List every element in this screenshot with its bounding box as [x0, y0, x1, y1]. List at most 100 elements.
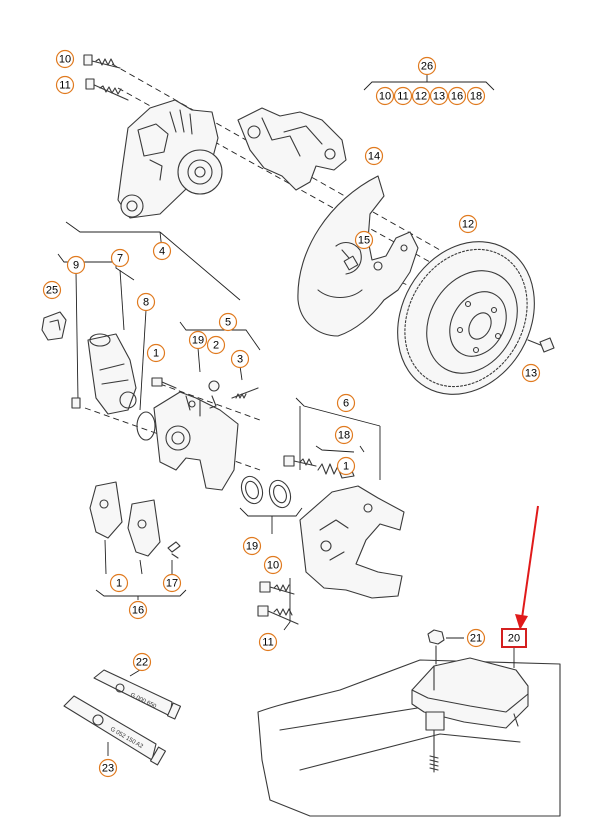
callout-c18: 18 [334, 425, 354, 445]
callout-c16: 16 [128, 600, 148, 620]
group-18-bracket [315, 445, 365, 453]
callout-circle [55, 75, 75, 95]
callout-circle [55, 49, 75, 69]
callout-circle [206, 335, 226, 355]
brake-pad-inner [89, 481, 123, 539]
callout-circle [132, 652, 152, 672]
callout-c14: 14 [364, 146, 384, 166]
callout-c25: 25 [42, 280, 62, 300]
callout-number: 6 [343, 398, 349, 410]
group-6-bracket [295, 397, 381, 480]
callout-circle [393, 86, 413, 106]
callout-number: 11 [397, 91, 408, 103]
callout-number: 12 [415, 91, 427, 103]
brake-splash-shield [297, 175, 419, 337]
callout-c26_16: 16 [447, 86, 467, 106]
callout-c1c: 1 [109, 573, 129, 593]
callout-circle [218, 312, 238, 332]
callout-c11b: 11 [258, 632, 278, 652]
group-4-bracket [65, 221, 241, 301]
callout-circle [263, 555, 283, 575]
clip-25 [41, 311, 67, 341]
callout-circle [188, 330, 208, 350]
annotation-arrow [515, 505, 539, 630]
callout-circle [429, 86, 449, 106]
callout-number: 1 [116, 578, 122, 590]
sealant-tube-22: G 000 650 [93, 669, 182, 720]
callout-circle [336, 456, 356, 476]
callout-c26_18: 18 [466, 86, 486, 106]
nut-21 [427, 629, 445, 665]
control-unit [411, 657, 529, 729]
callout-circle [98, 758, 118, 778]
callout-c1b: 1 [336, 456, 356, 476]
group-16-bracket [95, 539, 187, 600]
group-5-bracket [179, 321, 261, 381]
callout-number: 18 [338, 430, 350, 442]
callout-c19a: 19 [188, 330, 208, 350]
callout-circle [146, 343, 166, 363]
upper-caliper-bracket [237, 107, 347, 191]
shield-bolt-15 [341, 249, 359, 271]
callout-circle [411, 86, 431, 106]
callout-number: 19 [192, 335, 204, 347]
callout-number: 4 [159, 246, 165, 258]
upper-caliper-assembly [117, 99, 223, 219]
callout-number: 10 [267, 560, 279, 572]
caliper-carrier [299, 485, 405, 599]
callout-circle [375, 86, 395, 106]
callout-c1a: 1 [146, 343, 166, 363]
callout-c26: 26 [417, 56, 437, 76]
callout-number: 18 [470, 91, 482, 103]
bolt-11-bottom [257, 605, 299, 625]
group-19-bracket [239, 507, 303, 534]
callout-circle [447, 86, 467, 106]
callout-number: 22 [136, 657, 148, 669]
callout-circle [334, 425, 354, 445]
callout-number: 19 [246, 541, 258, 553]
callout-number: 10 [59, 54, 71, 66]
callout-c26_12: 12 [411, 86, 431, 106]
disc-screw-13 [527, 337, 555, 353]
bolt-11-top [85, 78, 129, 101]
callout-circle [466, 86, 486, 106]
tube-leaders [107, 669, 141, 756]
callout-c9: 9 [66, 255, 86, 275]
callout-number: 1 [153, 348, 159, 360]
callout-c26_11: 11 [393, 86, 413, 106]
callout-circle [162, 573, 182, 593]
callout-number: 17 [166, 578, 178, 590]
callout-c6: 6 [336, 393, 356, 413]
callout-number: 12 [462, 219, 474, 231]
callout-number: 10 [379, 91, 391, 103]
callout-circle [258, 632, 278, 652]
bolt-10-bottom [259, 581, 295, 595]
callout-number: 13 [433, 91, 445, 103]
callout-number: 21 [470, 633, 482, 645]
guide-pin-3 [231, 387, 259, 399]
callout-circle [336, 393, 356, 413]
callout-c3: 3 [230, 349, 250, 369]
bolt-9 [71, 397, 81, 409]
lower-caliper-housing [153, 391, 239, 491]
o-ring-8 [136, 411, 156, 441]
callout-circle [458, 214, 478, 234]
callout-circle [66, 255, 86, 275]
brake-pad-outer [127, 499, 161, 557]
callout-number: 25 [46, 285, 58, 297]
callout-circle [242, 536, 262, 556]
callout-number: 15 [358, 235, 370, 247]
parking-brake-motor [87, 333, 137, 415]
bleed-valve-1 [151, 377, 177, 389]
callout-number: 16 [132, 605, 144, 617]
callout-c22: 22 [132, 652, 152, 672]
callout-c15: 15 [354, 230, 374, 250]
pad-clip-17 [167, 541, 181, 559]
mounting-stud-20 [425, 711, 445, 773]
callout-c8: 8 [136, 292, 156, 312]
callout-number: 7 [117, 253, 123, 265]
callout-number: 26 [421, 61, 433, 73]
callout-c10b: 10 [263, 555, 283, 575]
